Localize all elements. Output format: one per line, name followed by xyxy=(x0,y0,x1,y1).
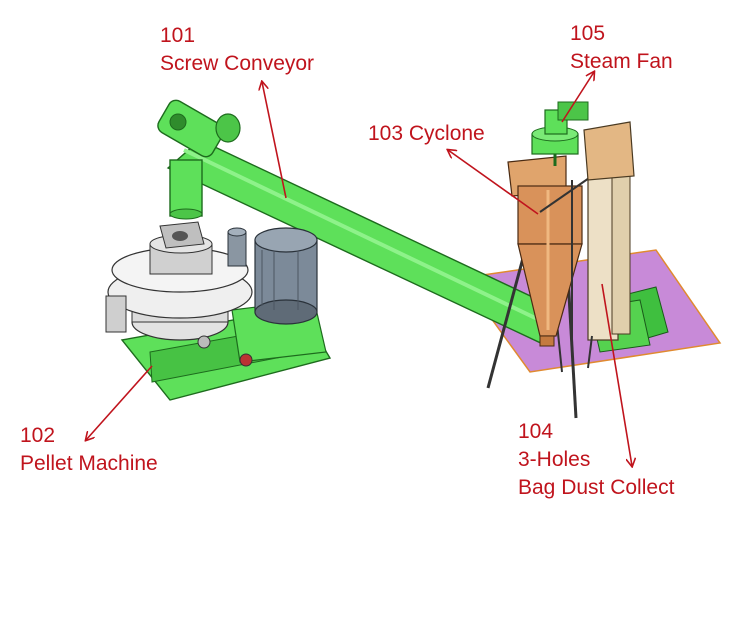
arrow-102 xyxy=(86,365,153,440)
label-102-number: 102 xyxy=(20,424,56,447)
label-104: 104 3-Holes Bag Dust Collect xyxy=(518,418,674,502)
label-103: 103 Cyclone xyxy=(368,120,485,148)
arrow-103 xyxy=(448,150,539,215)
small-motor xyxy=(227,227,247,267)
ring-die-housing xyxy=(105,221,253,349)
conveyor-motor xyxy=(157,99,241,158)
annotation-arrows xyxy=(86,72,632,466)
pellet-machine xyxy=(105,221,332,401)
label-104-text-line2: Bag Dust Collect xyxy=(518,476,675,499)
arrow-101 xyxy=(262,82,287,199)
label-104-number: 104 xyxy=(518,420,554,443)
label-105-text: Steam Fan xyxy=(570,50,673,73)
label-101-text: Screw Conveyor xyxy=(160,52,315,75)
label-101-number: 101 xyxy=(160,24,196,47)
arrow-105 xyxy=(561,72,594,123)
bag-filter xyxy=(571,121,635,369)
label-105-number: 105 xyxy=(570,22,606,45)
cyclone xyxy=(486,155,593,419)
screw-conveyor xyxy=(157,99,561,346)
label-105: 105 Steam Fan xyxy=(570,20,673,76)
steam-fan xyxy=(531,101,589,166)
label-101: 101 Screw Conveyor xyxy=(160,22,314,78)
label-102-text: Pellet Machine xyxy=(20,452,158,475)
label-103-text: 103 Cyclone xyxy=(368,122,485,145)
label-102: 102 Pellet Machine xyxy=(20,422,158,478)
arrow-104 xyxy=(601,283,632,466)
label-104-text-line1: 3-Holes xyxy=(518,448,591,471)
main-motor xyxy=(254,227,318,325)
